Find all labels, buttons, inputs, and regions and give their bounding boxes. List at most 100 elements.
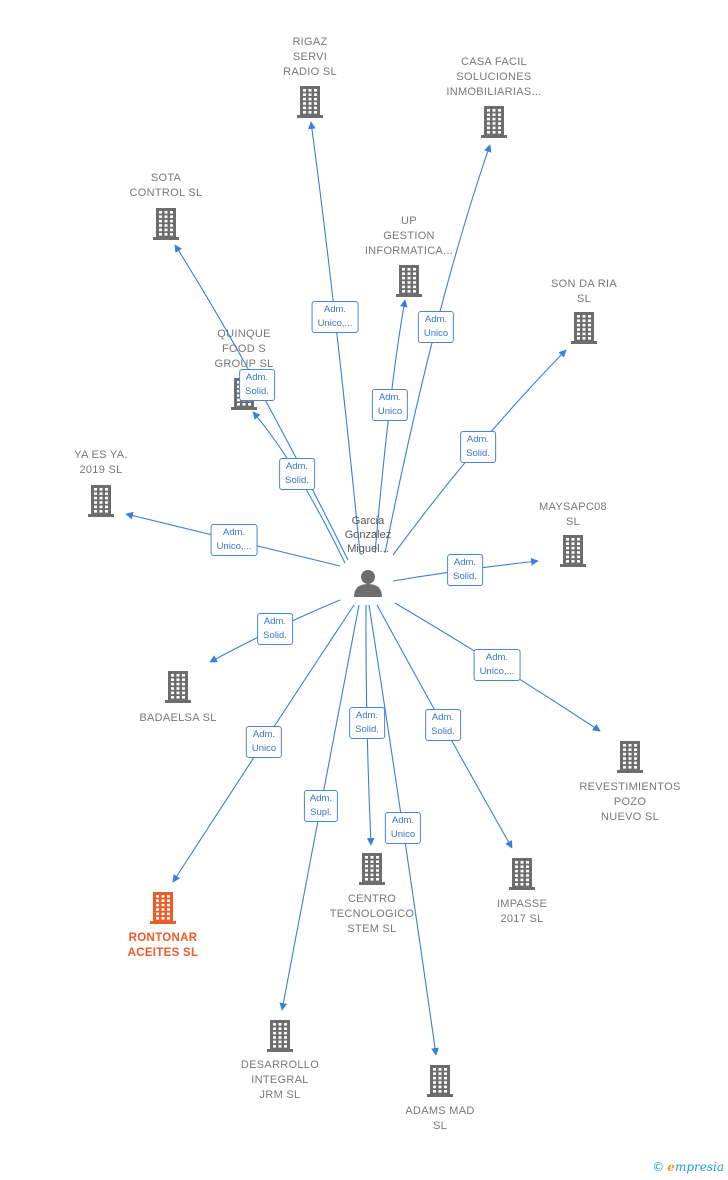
company-node-up-gestion[interactable]: UP GESTION INFORMATICA... bbox=[344, 214, 474, 259]
edge-label-adams-mad[interactable]: Adm.Unico bbox=[384, 812, 422, 844]
copyright-icon: © bbox=[652, 1160, 665, 1174]
company-name-line: IMPASSE bbox=[496, 898, 548, 910]
company-name-line: RIGAZ bbox=[292, 36, 328, 48]
company-name-line: GESTION bbox=[383, 230, 435, 242]
edge-label-son-da-ria[interactable]: Adm.Solid. bbox=[460, 431, 496, 463]
edge-label-line: Adm. bbox=[222, 527, 246, 538]
edge-label-line: Adm. bbox=[424, 314, 448, 325]
edge-label-desarrollo[interactable]: Adm. Supl. bbox=[303, 790, 339, 822]
edge-label-rigaz[interactable]: Adm. Unico,... bbox=[311, 301, 359, 333]
company-name-line: DESARROLLO bbox=[240, 1059, 320, 1071]
edge-label-revestimientos[interactable]: Adm. Unico,... bbox=[473, 649, 521, 681]
company-name-line: REVESTIMIENTOS bbox=[579, 781, 681, 793]
company-name-line: BADAELSA SL bbox=[139, 712, 217, 724]
edge-label-line: Solid. bbox=[263, 630, 287, 641]
company-name-line: SOTA bbox=[150, 172, 182, 184]
edge-label-rontonar[interactable]: Adm. Unico bbox=[245, 726, 283, 758]
person-icon bbox=[354, 570, 382, 597]
company-node-son-da-ria[interactable]: SON DA RIA SL bbox=[519, 277, 649, 307]
company-name-line: JRM SL bbox=[259, 1089, 301, 1101]
edge-label-line: Solid. bbox=[285, 475, 309, 486]
edge-label-line: Unico bbox=[423, 328, 449, 339]
company-name-line: SOLUCIONES bbox=[456, 71, 532, 83]
company-name-line: 2017 SL bbox=[500, 913, 544, 925]
edge-label-sota-control[interactable]: Adm.Solid. bbox=[239, 369, 275, 401]
company-name-line: 2019 SL bbox=[79, 464, 123, 476]
company-name-line: FOOD S bbox=[222, 343, 266, 355]
person-name-line: Gonzalez bbox=[344, 529, 392, 541]
company-name-line: TECNOLOGICO bbox=[329, 908, 415, 920]
edge-label-impasse[interactable]: Adm. Solid. bbox=[425, 709, 461, 741]
edge-label-line: Solid. bbox=[245, 386, 269, 397]
edge-label-line: Unico,... bbox=[317, 318, 353, 329]
building-icon bbox=[150, 892, 176, 924]
edge-label-casa-facil[interactable]: Adm. Unico bbox=[417, 311, 455, 343]
building-icon bbox=[359, 853, 385, 885]
edge-label-line: Unico,... bbox=[216, 541, 252, 552]
company-name-line: INFORMATICA... bbox=[364, 245, 454, 257]
company-name-line: SON DA RIA bbox=[551, 278, 617, 290]
edge-casa-facil bbox=[384, 144, 492, 554]
building-icon bbox=[509, 858, 535, 890]
company-node-revestimientos[interactable]: REVESTIMIENTOS POZO NUEVO SL bbox=[565, 780, 695, 825]
company-name-line: RONTONAR bbox=[128, 932, 198, 944]
brand-initial: e bbox=[667, 1160, 675, 1174]
edge-label-line: Unico,... bbox=[479, 666, 515, 677]
company-name-line: YA ES YA. bbox=[74, 449, 128, 461]
edge-label-quinque[interactable]: Adm.Solid. bbox=[279, 458, 315, 490]
company-name-line: SL bbox=[565, 516, 581, 528]
edge-label-line: Adm. bbox=[391, 815, 415, 826]
company-node-sota-control[interactable]: SOTA CONTROL SL bbox=[101, 171, 231, 201]
building-icon bbox=[297, 86, 323, 118]
edge-label-line: Adm. bbox=[263, 616, 287, 627]
edge-label-line: Unico bbox=[377, 406, 403, 417]
edge-label-line: Solid. bbox=[355, 724, 379, 735]
edge-label-centro-tecnologico[interactable]: Adm.Solid. bbox=[349, 707, 385, 739]
edge-label-line: Unico bbox=[251, 743, 277, 754]
edge-label-maysapc08[interactable]: Adm.Solid. bbox=[447, 554, 483, 586]
company-name-line: CONTROL SL bbox=[129, 187, 203, 199]
company-name-line: ADAMS MAD bbox=[405, 1105, 475, 1117]
company-name-line: POZO bbox=[613, 796, 647, 808]
edge-label-up-gestion[interactable]: Adm.Unico bbox=[371, 389, 409, 421]
company-node-rigaz[interactable]: RIGAZ SERVI RADIO SL bbox=[245, 35, 375, 80]
company-node-impasse[interactable]: IMPASSE 2017 SL bbox=[457, 897, 587, 927]
icons-layer bbox=[88, 86, 643, 1097]
edge-label-line: Adm. bbox=[309, 793, 333, 804]
company-name-line: CENTRO bbox=[347, 893, 397, 905]
building-icon bbox=[571, 312, 597, 344]
footer-brand[interactable]: ©empresia bbox=[652, 1160, 724, 1174]
company-name-line: SERVI bbox=[292, 51, 328, 63]
edge-label-line: Solid. bbox=[431, 726, 455, 737]
edge-label-line: Solid. bbox=[453, 571, 477, 582]
building-icon bbox=[267, 1020, 293, 1052]
company-name-line: UP bbox=[401, 215, 417, 227]
person-name-line: Miguel... bbox=[347, 543, 389, 555]
edge-label-line: Adm. bbox=[252, 729, 276, 740]
company-node-ya-es-ya[interactable]: YA ES YA. 2019 SL bbox=[36, 448, 166, 478]
building-icon bbox=[165, 671, 191, 703]
company-name-line: QUINQUE bbox=[217, 328, 271, 340]
company-node-centro-tecnologico[interactable]: CENTRO TECNOLOGICO STEM SL bbox=[307, 892, 437, 937]
building-icon bbox=[617, 741, 643, 773]
edge-label-line: Supl. bbox=[310, 807, 332, 818]
edge-label-badaelsa[interactable]: Adm. Solid. bbox=[257, 613, 293, 645]
building-icon bbox=[88, 485, 114, 517]
edge-label-line: Adm. bbox=[485, 652, 509, 663]
company-name-line: NUEVO SL bbox=[600, 811, 660, 823]
company-name-line: STEM SL bbox=[347, 923, 397, 935]
company-name-line: SL bbox=[576, 293, 592, 305]
company-node-badaelsa[interactable]: BADAELSA SL bbox=[113, 711, 243, 726]
edge-label-line: Adm. bbox=[323, 304, 347, 315]
company-name-line: RADIO SL bbox=[283, 66, 337, 78]
edge-label-ya-es-ya[interactable]: Adm. Unico,... bbox=[210, 524, 258, 556]
edge-label-line: Adm. bbox=[431, 712, 455, 723]
building-icon bbox=[560, 535, 586, 567]
